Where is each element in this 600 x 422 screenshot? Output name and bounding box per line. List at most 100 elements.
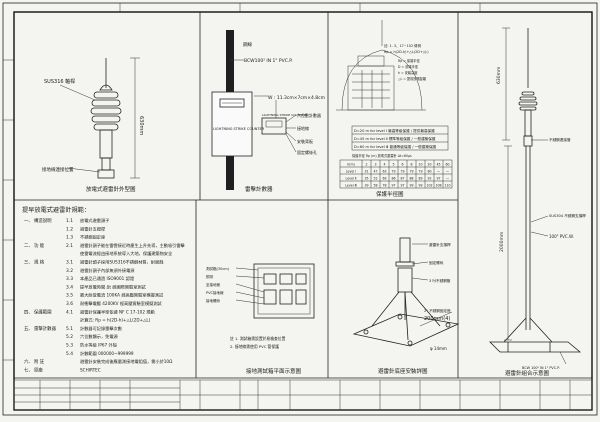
panel-strike-counter: 鋼線 BCW100² IN 1" PVC.P. W : 11.3cm×7cm×4… (211, 30, 325, 193)
legend-3: h = 安裝高度 (398, 70, 418, 75)
table-cell: 108 (435, 184, 441, 188)
table-header-cell: 6 (401, 163, 403, 167)
level-1: D=20 m for level Ⅰ 最高等級保護 / 提供最高保護 (354, 128, 435, 133)
size-label: W : 11.3cm×7cm×4.8cm (268, 95, 325, 101)
level-2: D=45 m for level Ⅱ 標準等級保護 / 一般建築保護 (354, 136, 436, 141)
cable-label: BCW100² IN 1" PVC.P. (244, 58, 293, 64)
spec-row-label: 功 能 (34, 242, 45, 249)
table-cell: 87 (400, 177, 404, 181)
table-cell: 31 (364, 170, 368, 174)
table-cell: — (446, 170, 450, 174)
table-cell: Level Ⅱ (346, 177, 357, 181)
margin-ticks (3, 3, 481, 361)
assembly-label-1: 不銹鋼連接管 (549, 137, 571, 142)
base-label-3: 3 吋不銹鋼管 (429, 278, 451, 283)
spec-row-text: 最大耐受電流 100KA 經高壓實驗室模擬測試 (80, 292, 164, 299)
leader-material (59, 84, 96, 101)
table-cell: 35 (364, 177, 368, 181)
annot-3: 安裝背板 (297, 138, 313, 144)
spec-row-index: 5.4 (66, 351, 73, 357)
table-cell: 80 (427, 170, 431, 174)
test-label-1: 測試箱(30cm) (206, 266, 230, 271)
panel-test-box: 測試箱(30cm) 銅排 至接地極 PVC接地線 接地螺絲 註 1. 測試箱需設… (206, 263, 315, 375)
material-label: SUS316 軸桿 (44, 78, 75, 85)
level-box (351, 125, 449, 151)
panel-air-terminal: SUS316 軸桿 630mm 接地線連接位置 放電式避雷針外型圖 (42, 57, 144, 193)
spec-row-text: 本產品已通過 ISO9001 認證 (80, 275, 135, 282)
base-label-2: 固定螺絲 (429, 260, 444, 265)
table-cell: 79 (409, 170, 413, 174)
spec-row-index: 1.3 (66, 235, 73, 241)
caption-strike-counter: 雷擊計數器 (245, 185, 273, 193)
spec-row-text: 避雷針支撐桿 (80, 225, 106, 232)
panel-dividers (14, 12, 592, 379)
spec-row-no: 三、 (24, 260, 33, 266)
base-dim-a: 2" 不銹鋼固定座 (424, 308, 451, 313)
level-3: D=60 m for level Ⅲ 普通等級保護 / 一般建築保護 (354, 144, 437, 149)
counter-drawing (211, 91, 287, 157)
test-note-2: 2. 接地線需使用 PVC 管保護 (230, 344, 279, 349)
spec-row-index: 3.4 (66, 284, 73, 290)
table-cell: 99 (418, 184, 422, 188)
spec-row-text: 計數器可記錄雷擊次數 (80, 325, 123, 332)
base-detail-drawing (352, 237, 460, 347)
annot-1: 六位數計數器 (297, 112, 321, 118)
table-cell: Level Ⅲ (345, 184, 357, 188)
spec-row-index: 5.3 (66, 343, 73, 349)
spec-row-no: 五、 (24, 326, 33, 332)
table-header-cell: 4 (383, 163, 385, 167)
base-dim-c: φ 14mm (430, 346, 447, 351)
table-cell: 79 (391, 170, 395, 174)
spec-row-text: 計數範圍 000000~999999 (80, 350, 134, 357)
table-header-cell: 3 (374, 163, 376, 167)
table-cell: 92 (427, 177, 431, 181)
table-cell: 97 (391, 184, 395, 188)
spec-row-index: 3.3 (66, 276, 73, 282)
spec-row-index: 1.1 (66, 218, 73, 224)
spec-row-index: 5.1 (66, 326, 73, 332)
table-header-cell: 5 (392, 163, 394, 167)
spec-row-no: 六、 (24, 358, 33, 365)
base-note: 接地線連接位置 (42, 166, 74, 173)
table-header-cell: 2 (365, 163, 367, 167)
base-dim-b: 200mm(4) (424, 316, 450, 322)
dim-main: 2000mm (499, 232, 505, 252)
spec-row-text: 計算式: Rp = h(2D-h)+△L(2D+△L) (80, 317, 151, 324)
counter-side-label: LIGHTNING STRIKE COUNTER (262, 113, 306, 117)
spec-row-label: 保護範圍 (34, 308, 52, 315)
panel-assembly: 630mm 2000mm 不銹鋼連接管 SUS304 不銹鋼支撐桿 100" P… (489, 27, 586, 377)
spec-row-no: 四、 (24, 309, 33, 315)
spec-row-label: 構造說明 (34, 217, 52, 224)
caption-base-detail: 避雷針底座安裝詳圖 (378, 367, 428, 375)
title-block (13, 379, 593, 411)
note-2: Rp = h(2D-h)+△L(2D+△L) (384, 50, 429, 54)
caption-protection: 保護半徑圖 (376, 190, 404, 198)
spec-row-index: 5.2 (66, 334, 73, 340)
spec-row-index: 3.5 (66, 293, 73, 299)
test-label-3: 至接地極 (206, 282, 220, 287)
assembly-base-label: BCW 100² IN 1" PVC.P. (522, 366, 560, 370)
spec-row-no: 七、 (24, 366, 33, 373)
table-cell: Level Ⅰ (346, 170, 356, 174)
spec-row-text: 耐衝擊電壓 4200KV 經高壓實驗室模擬測試 (80, 300, 163, 307)
test-label-2: 銅排 (206, 274, 213, 279)
table-cell: 99 (409, 184, 413, 188)
test-box-drawing (253, 263, 315, 319)
legend-4: △L = 提前放電距離 (398, 76, 427, 81)
spec-title: 提早放電式避雷針規範： (22, 206, 90, 214)
spec-row-text: SCHIRTEC (80, 367, 101, 372)
spec-row-no: 二、 (24, 243, 33, 249)
table-cell: — (437, 170, 441, 174)
table-cell: 79 (400, 170, 404, 174)
base-label-1: 避雷針支撐桿 (429, 242, 451, 247)
table-cell: 63 (382, 170, 386, 174)
note-1: 註: 1. 3、17~102 條例 (384, 43, 422, 48)
table-cell: 97 (436, 177, 440, 181)
annot-4: 固定螺絲孔 (297, 149, 317, 155)
test-label-4: PVC接地線 (206, 290, 224, 295)
assembly-label-3: 100" PVC.W. (549, 234, 574, 239)
table-header-cell: h(m) (347, 163, 355, 167)
